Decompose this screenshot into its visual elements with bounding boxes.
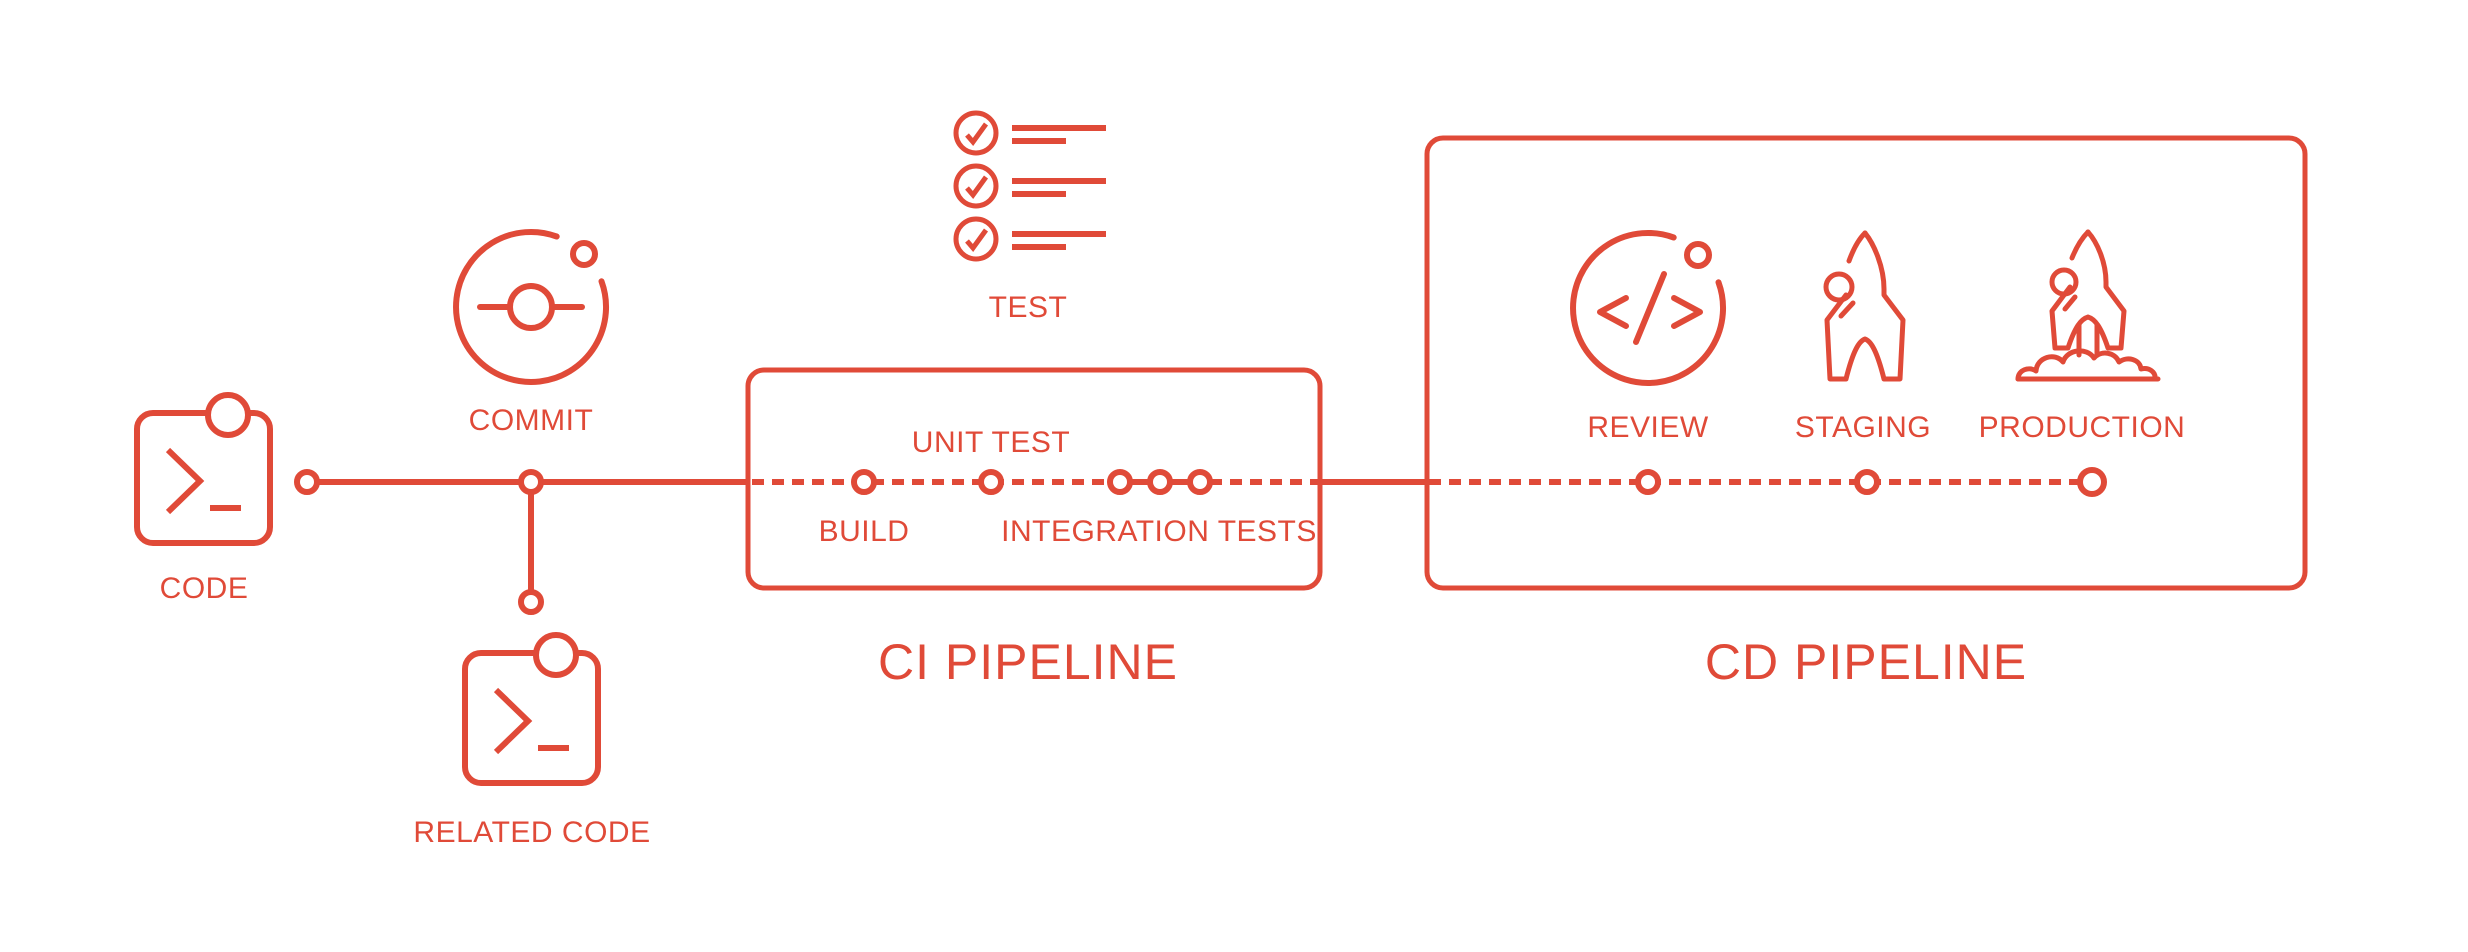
build-label: BUILD xyxy=(818,515,910,548)
production-label: PRODUCTION xyxy=(1978,411,2186,444)
rocket-icon xyxy=(1823,230,1906,382)
integration-tests-label: INTEGRATION TESTS xyxy=(1001,515,1317,548)
commit-label: COMMIT xyxy=(468,404,594,437)
code-review-icon xyxy=(1570,230,1726,386)
integration-test-node-3 xyxy=(1187,469,1213,495)
review-node xyxy=(1635,469,1661,495)
related-code-node xyxy=(518,589,544,615)
production-node xyxy=(2077,467,2107,497)
pipeline-nodes xyxy=(294,467,2107,615)
build-node xyxy=(851,469,877,495)
ci-pipeline-title: CI PIPELINE xyxy=(878,634,1178,690)
integration-test-node-1 xyxy=(1107,469,1133,495)
unit-test-node xyxy=(978,469,1004,495)
unit-test-label: UNIT TEST xyxy=(911,426,1071,459)
test-label: TEST xyxy=(988,291,1068,324)
cd-pipeline-box xyxy=(1424,135,2308,591)
commit-orbit-icon xyxy=(453,229,609,385)
code-label: CODE xyxy=(159,572,249,605)
staging-label: STAGING xyxy=(1794,411,1932,444)
integration-test-node-2 xyxy=(1147,469,1173,495)
commit-junction-node xyxy=(518,469,544,495)
cd-pipeline-title: CD PIPELINE xyxy=(1704,634,2028,690)
staging-node xyxy=(1854,469,1880,495)
terminal-icon xyxy=(465,635,598,783)
rocket-launch-icon xyxy=(2015,229,2161,382)
review-label: REVIEW xyxy=(1587,411,1709,444)
related-code-label: RELATED CODE xyxy=(413,816,651,849)
code-node xyxy=(294,469,320,495)
checklist-icon xyxy=(956,113,1106,259)
terminal-icon xyxy=(137,395,270,543)
